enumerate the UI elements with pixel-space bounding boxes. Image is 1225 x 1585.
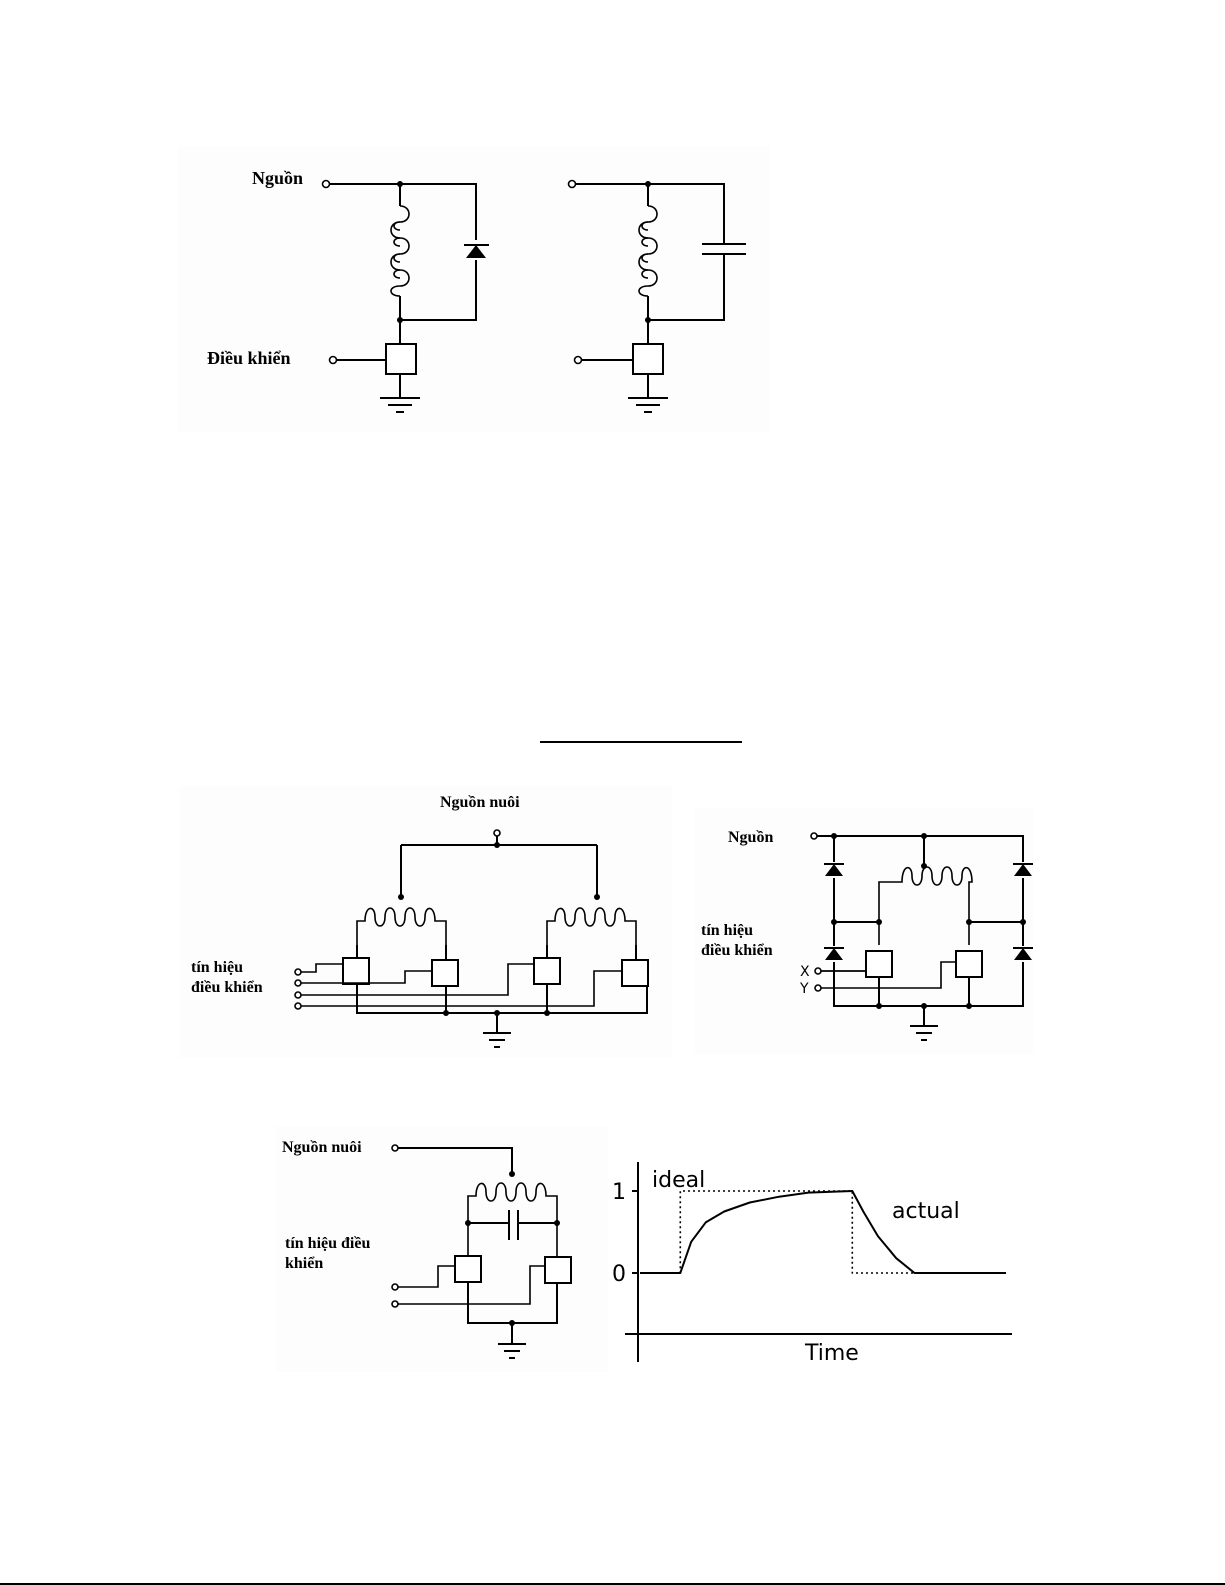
input-wire-1 bbox=[301, 964, 343, 972]
switch-box bbox=[386, 344, 416, 374]
supply-bus bbox=[401, 845, 597, 897]
power-label: Nguồn nuôi bbox=[282, 1139, 362, 1156]
input-wire-1 bbox=[398, 1266, 455, 1287]
junction-dot bbox=[465, 1220, 471, 1226]
coil-icon bbox=[879, 867, 972, 945]
ground-icon bbox=[628, 398, 668, 412]
junction-dot bbox=[831, 833, 837, 839]
center-tap-dot bbox=[594, 894, 600, 900]
actual-annotation: actual bbox=[892, 1199, 960, 1224]
junction-dot bbox=[966, 1003, 972, 1009]
coil-icon bbox=[357, 908, 446, 945]
input-terminal-4 bbox=[295, 1003, 301, 1009]
switch-box-1 bbox=[343, 958, 369, 984]
power-terminal bbox=[494, 830, 500, 836]
ground-icon bbox=[910, 1026, 938, 1040]
switch-box-y bbox=[956, 951, 982, 977]
control-label: Điều khiển bbox=[207, 348, 291, 368]
power-label: Nguồn nuôi bbox=[440, 794, 520, 811]
wire bbox=[821, 962, 866, 971]
input-terminal-1 bbox=[392, 1284, 398, 1290]
signal-label-line1: tín hiệu điều bbox=[285, 1235, 370, 1252]
signal-label-line2: điều khiển bbox=[191, 979, 263, 996]
power-label: Nguồn bbox=[252, 168, 303, 188]
junction-dot bbox=[645, 181, 651, 187]
input-wire-3 bbox=[301, 964, 534, 995]
junction-dot bbox=[544, 1010, 550, 1016]
signal-label-line1: tín hiệu bbox=[191, 959, 243, 976]
junction-dot bbox=[443, 1010, 449, 1016]
switch-box-4 bbox=[622, 960, 648, 986]
y-tick-label-0: 0 bbox=[612, 1262, 626, 1287]
diode-icon bbox=[1013, 862, 1033, 878]
input-terminal-y bbox=[815, 985, 821, 991]
input-terminal-x bbox=[815, 968, 821, 974]
switch-box-1 bbox=[455, 1256, 481, 1282]
input-terminal-2 bbox=[295, 980, 301, 986]
junction-dot bbox=[494, 842, 500, 848]
ground-bus bbox=[468, 1282, 557, 1323]
switch-box-x bbox=[866, 951, 892, 977]
switch-box bbox=[633, 344, 663, 374]
ground-bus bbox=[357, 984, 647, 1013]
control-terminal bbox=[575, 357, 582, 364]
coil-icon bbox=[391, 206, 410, 296]
signal-label-line1: tín hiệu bbox=[701, 922, 753, 939]
center-tap-dot bbox=[509, 1171, 515, 1177]
figure4-svg: Nguồn nuôi bbox=[276, 1126, 608, 1372]
capacitor-icon bbox=[468, 1210, 557, 1240]
coil-icon bbox=[468, 1183, 557, 1257]
junction-dot bbox=[1020, 919, 1026, 925]
figure2-svg: Nguồn nuôi bbox=[180, 786, 672, 1058]
power-label: Nguồn bbox=[728, 829, 773, 846]
ideal-annotation: ideal bbox=[652, 1168, 705, 1193]
diode-icon bbox=[824, 862, 844, 878]
power-terminal bbox=[569, 181, 576, 188]
input-wire-x bbox=[821, 962, 866, 971]
center-tap-dot bbox=[921, 863, 927, 869]
input-y-label: Y bbox=[799, 981, 809, 997]
junction-dot bbox=[876, 919, 882, 925]
y-tick-label-1: 1 bbox=[612, 1180, 626, 1205]
junction-dot bbox=[831, 919, 837, 925]
diode-icon bbox=[1013, 946, 1033, 962]
figure-relay-protection-circuits: Nguồn Điều khiển bbox=[178, 147, 770, 432]
diode-icon bbox=[464, 240, 489, 260]
coil-icon bbox=[639, 206, 658, 296]
input-terminal-2 bbox=[392, 1301, 398, 1307]
junction-dot bbox=[876, 1003, 882, 1009]
center-tap-dot bbox=[398, 894, 404, 900]
coil-icon bbox=[547, 908, 636, 945]
power-terminal bbox=[323, 181, 330, 188]
signal-label-line2: khiển bbox=[285, 1255, 323, 1272]
figure3-svg: Nguồn bbox=[695, 808, 1033, 1054]
switch-box-2 bbox=[432, 960, 458, 986]
power-wire bbox=[398, 1148, 512, 1174]
junction-dot bbox=[554, 1220, 560, 1226]
ground-icon bbox=[483, 1033, 511, 1047]
capacitor-icon bbox=[700, 243, 748, 255]
input-terminal-3 bbox=[295, 992, 301, 998]
junction-dot bbox=[397, 181, 403, 187]
figure-h-bridge-driver: Nguồn bbox=[695, 808, 1033, 1054]
chart-current-response: 1 0 Time ideal actual bbox=[608, 1152, 1016, 1370]
power-terminal bbox=[392, 1145, 398, 1151]
power-terminal bbox=[811, 833, 817, 839]
figure1-svg: Nguồn Điều khiển bbox=[178, 147, 770, 432]
input-terminal-1 bbox=[295, 969, 301, 975]
junction-dot bbox=[966, 919, 972, 925]
input-x-label: X bbox=[800, 964, 810, 980]
switch-box-2 bbox=[545, 1257, 571, 1283]
ground-icon bbox=[498, 1344, 526, 1358]
signal-label-line2: điều khiển bbox=[701, 942, 773, 959]
control-terminal bbox=[330, 357, 337, 364]
chart-svg: 1 0 Time ideal actual bbox=[608, 1152, 1016, 1370]
diode-icon bbox=[824, 946, 844, 962]
figure-coil-capacitor-driver: Nguồn nuôi bbox=[276, 1126, 608, 1372]
x-axis-label: Time bbox=[804, 1341, 859, 1366]
section-divider bbox=[540, 741, 742, 743]
ground-icon bbox=[380, 398, 420, 412]
figure-unipolar-two-coil-driver: Nguồn nuôi bbox=[180, 786, 672, 1058]
switch-box-3 bbox=[534, 958, 560, 984]
